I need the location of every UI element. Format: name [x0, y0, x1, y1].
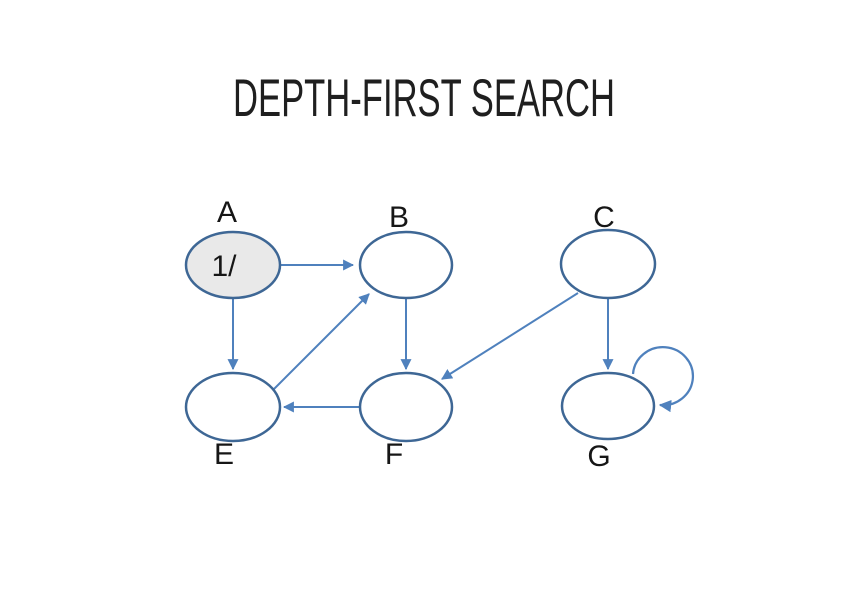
- node-B-ellipse: [358, 230, 454, 300]
- node-F-ellipse: [358, 371, 454, 443]
- nodes-layer: A 1/B C E F G: [184, 196, 657, 473]
- node-A-label: A: [217, 196, 237, 229]
- edge-G-G-self-loop: [631, 346, 695, 413]
- node-C-label: C: [593, 201, 615, 234]
- node-C-ellipse: [559, 228, 657, 300]
- node-E-label: E: [214, 438, 234, 471]
- edge-C-F: [441, 292, 579, 380]
- node-A-discovery-time: 1/: [211, 250, 237, 283]
- edges-layer: [227, 259, 695, 413]
- node-A-ellipse: [184, 230, 282, 300]
- node-G-label: G: [587, 440, 610, 473]
- edge-E-B: [271, 293, 370, 392]
- node-B-label: B: [389, 201, 409, 234]
- page-title: DEPTH-FIRST SEARCH: [233, 69, 615, 128]
- node-F-label: F: [385, 438, 403, 471]
- node-E-ellipse: [184, 371, 282, 443]
- node-G-ellipse: [560, 371, 656, 441]
